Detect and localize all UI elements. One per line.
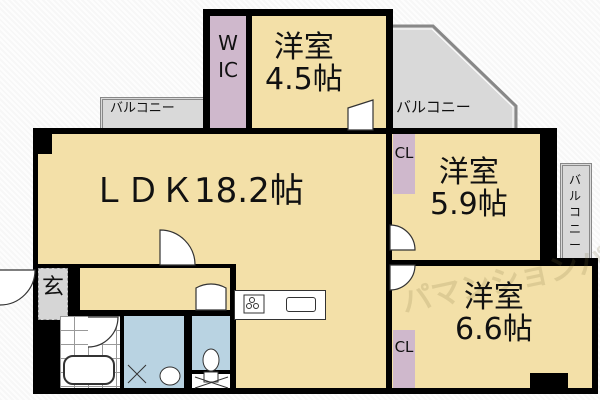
wic xyxy=(210,16,246,128)
entrance xyxy=(38,268,68,320)
closet-1 xyxy=(393,134,415,194)
wall-corner-right xyxy=(540,134,552,164)
balcony-right-label: バルコニー xyxy=(396,98,471,116)
entrance-label: 玄 xyxy=(42,275,65,300)
room-size: 6.6帖 xyxy=(455,311,533,347)
kitchen-sink xyxy=(286,297,316,312)
western-59-label: 洋室 5.9帖 xyxy=(430,157,508,220)
balcony-side xyxy=(560,163,592,263)
balcony-left-label: バルコニー xyxy=(110,101,175,116)
closet-2 xyxy=(393,330,415,388)
closet-1-label: CL xyxy=(394,144,414,162)
door-arcs xyxy=(0,99,416,348)
closet-2-label: CL xyxy=(394,338,414,356)
bathtub xyxy=(63,355,115,385)
room-western-59 xyxy=(392,134,540,260)
ldk-label: ＬＤＫ18.2帖 xyxy=(92,171,304,211)
room-size: 5.9帖 xyxy=(430,186,508,222)
western-45-label: 洋室 4.5帖 xyxy=(265,32,343,95)
balcony-side-label: バルコニー xyxy=(568,173,581,252)
ldk-size: 18.2帖 xyxy=(194,171,304,211)
room-size: 4.5帖 xyxy=(265,61,343,97)
wic-label: WIC xyxy=(218,31,238,82)
room-name: 洋室 xyxy=(438,155,499,190)
pillar xyxy=(530,373,568,389)
room-western-66 xyxy=(392,266,592,388)
wall-corner xyxy=(38,134,52,154)
ldk-name: ＬＤＫ xyxy=(92,171,194,211)
room-name: 洋室 xyxy=(273,30,334,65)
western-66-label: 洋室 6.6帖 xyxy=(455,282,533,345)
room-name: 洋室 xyxy=(463,280,524,315)
